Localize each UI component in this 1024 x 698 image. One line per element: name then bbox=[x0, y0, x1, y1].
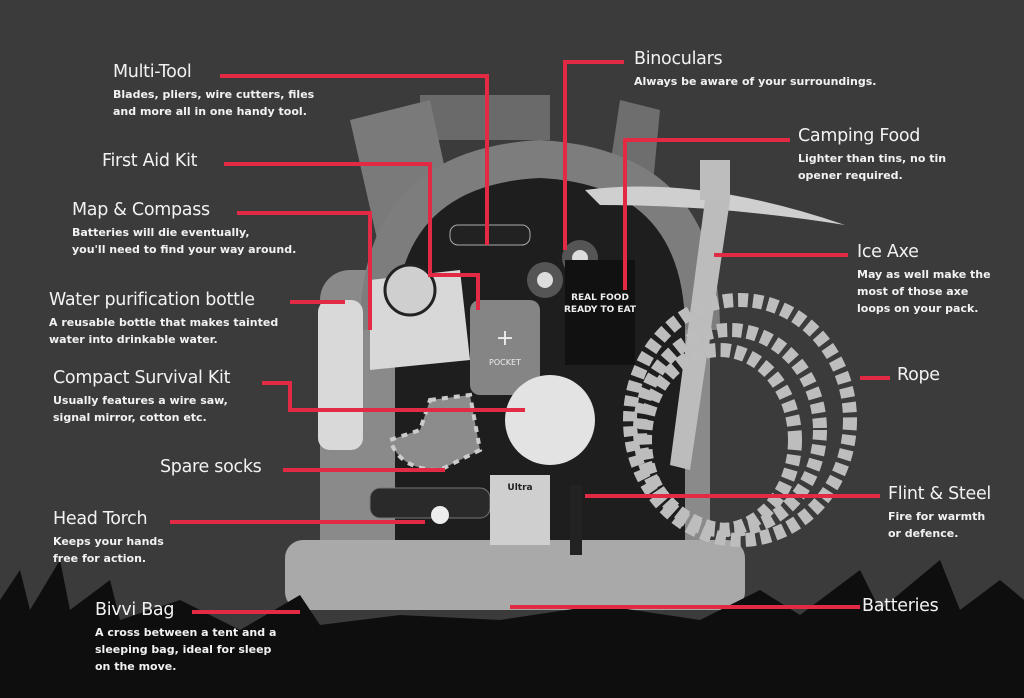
label-ice-axe: Ice Axe May as well make the most of thos… bbox=[857, 242, 991, 317]
ice-axe bbox=[585, 160, 845, 470]
label-title: Map & Compass bbox=[72, 200, 210, 220]
compass bbox=[383, 263, 437, 317]
label-title: Rope bbox=[897, 365, 940, 385]
head-torch bbox=[369, 487, 491, 519]
spare-socks bbox=[387, 392, 483, 473]
label-head-torch: Head Torch Keeps your hands free for acti… bbox=[53, 509, 164, 567]
multi-tool bbox=[449, 224, 531, 246]
label-title: Camping Food bbox=[798, 126, 921, 146]
label-title: Binoculars bbox=[634, 49, 723, 69]
label-map-compass: Map & Compass Batteries will die eventua… bbox=[72, 200, 296, 258]
label-desc: sleeping bag, ideal for sleep bbox=[95, 643, 272, 656]
label-binoculars: Binoculars Always be aware of your surro… bbox=[634, 49, 876, 90]
label-flint-steel: Flint & Steel Fire for warmth or defence. bbox=[888, 484, 991, 542]
label-desc: May as well make the bbox=[857, 268, 991, 281]
rope bbox=[623, 293, 857, 547]
label-title: Batteries bbox=[862, 596, 939, 616]
svg-text:POCKET: POCKET bbox=[489, 358, 521, 367]
label-first-aid-kit: First Aid Kit bbox=[102, 151, 198, 171]
svg-text:REAL FOOD: REAL FOOD bbox=[571, 293, 629, 303]
flint-and-steel bbox=[570, 485, 582, 555]
label-multi-tool: Multi-Tool Blades, pliers, wire cutters,… bbox=[113, 62, 314, 120]
label-rope: Rope bbox=[897, 365, 940, 385]
label-title: Compact Survival Kit bbox=[53, 368, 231, 388]
label-title: Ice Axe bbox=[857, 242, 919, 262]
label-title: First Aid Kit bbox=[102, 151, 198, 171]
label-batteries: Batteries bbox=[862, 596, 939, 616]
label-title: Bivvi Bag bbox=[95, 600, 175, 620]
label-spare-socks: Spare socks bbox=[160, 457, 262, 477]
label-desc: water into drinkable water. bbox=[49, 333, 218, 346]
label-desc: A cross between a tent and a bbox=[95, 626, 277, 639]
label-water-bottle: Water purification bottle A reusable bot… bbox=[49, 290, 278, 348]
label-title: Head Torch bbox=[53, 509, 148, 529]
batteries bbox=[490, 475, 550, 545]
label-desc: Lighter than tins, no tin bbox=[798, 152, 947, 165]
label-desc: opener required. bbox=[798, 169, 903, 182]
label-desc: Blades, pliers, wire cutters, files bbox=[113, 88, 315, 101]
label-desc: you'll need to find your way around. bbox=[72, 243, 297, 256]
label-bivvi-bag: Bivvi Bag A cross between a tent and a sl… bbox=[95, 600, 276, 675]
label-survival-kit: Compact Survival Kit Usually features a … bbox=[53, 368, 230, 426]
label-desc: Fire for warmth bbox=[888, 510, 986, 523]
label-desc: on the move. bbox=[95, 660, 177, 673]
label-title: Flint & Steel bbox=[888, 484, 991, 504]
grass bbox=[0, 560, 1024, 698]
label-desc: loops on your pack. bbox=[857, 302, 979, 315]
label-desc: or defence. bbox=[888, 527, 959, 540]
svg-text:Ultra: Ultra bbox=[507, 483, 532, 493]
svg-text:READY TO EAT: READY TO EAT bbox=[564, 305, 637, 315]
label-desc: free for action. bbox=[53, 552, 147, 565]
label-desc: signal mirror, cotton etc. bbox=[53, 411, 207, 424]
label-title: Spare socks bbox=[160, 457, 262, 477]
label-desc: Keeps your hands bbox=[53, 535, 164, 548]
label-desc: Batteries will die eventually, bbox=[72, 226, 250, 239]
label-camping-food: Camping Food Lighter than tins, no tin op… bbox=[798, 126, 946, 184]
label-desc: Always be aware of your surroundings. bbox=[634, 75, 877, 88]
leader-lines bbox=[170, 60, 890, 614]
label-title: Water purification bottle bbox=[49, 290, 255, 310]
label-desc: most of those axe bbox=[857, 285, 969, 298]
survival-kit bbox=[505, 375, 595, 465]
first-aid-kit bbox=[470, 300, 540, 395]
label-desc: A reusable bottle that makes tainted bbox=[49, 316, 279, 329]
water-bottle bbox=[318, 300, 363, 450]
label-desc: and more all in one handy tool. bbox=[113, 105, 307, 118]
svg-text:+: + bbox=[496, 326, 514, 351]
label-title: Multi-Tool bbox=[113, 62, 192, 82]
label-desc: Usually features a wire saw, bbox=[53, 394, 228, 407]
